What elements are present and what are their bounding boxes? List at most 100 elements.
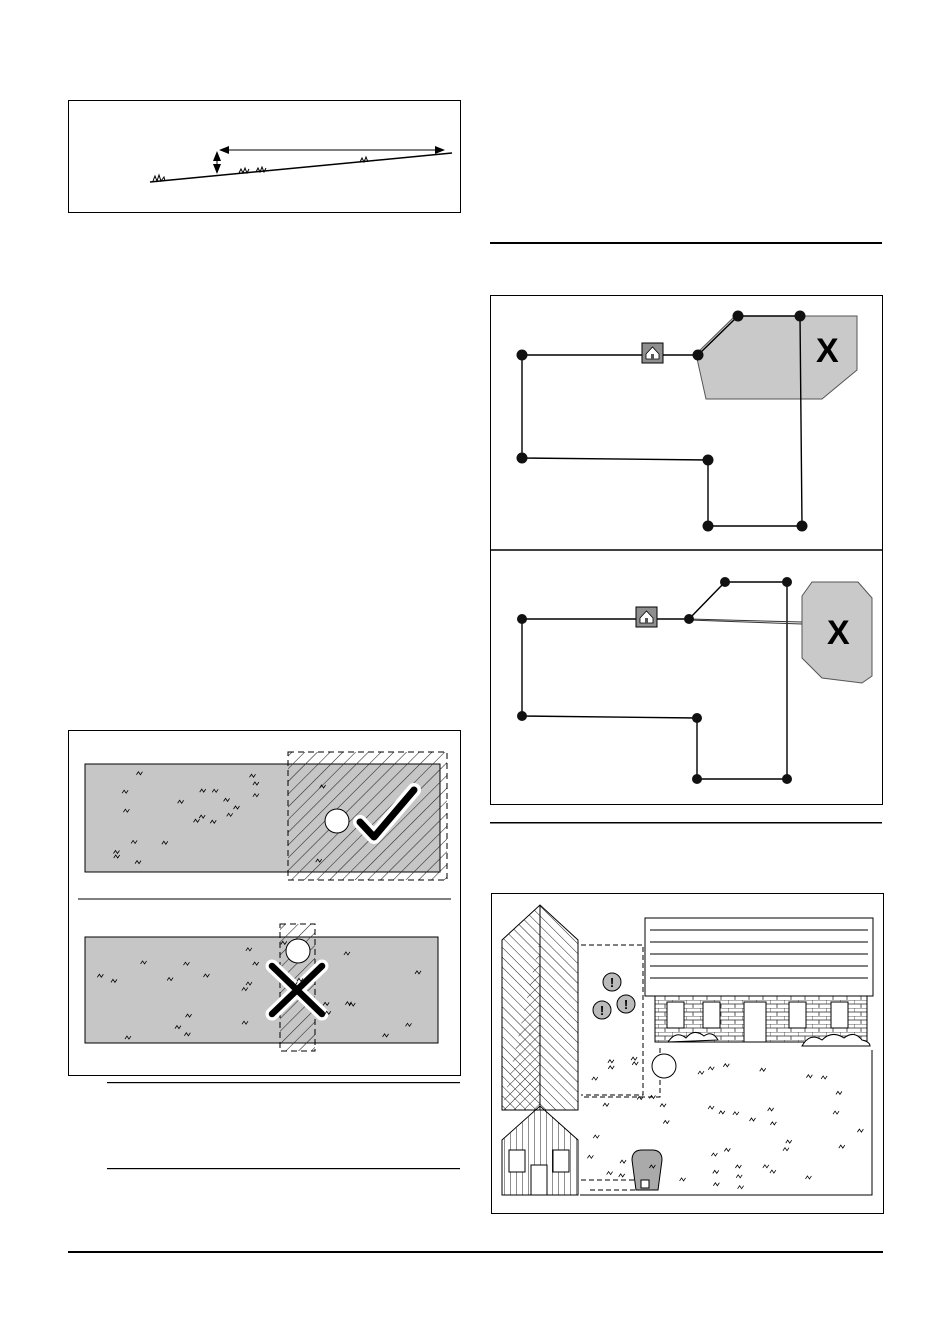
grass-tick <box>349 1003 355 1006</box>
grass-tick <box>805 1176 811 1179</box>
grass-tick <box>649 1095 655 1098</box>
grass-tick <box>724 1148 730 1151</box>
slope-frame <box>69 101 461 213</box>
grass-tick <box>663 1120 669 1123</box>
grass-tick <box>227 813 233 816</box>
grass-tick <box>592 1077 598 1080</box>
guide-wire-area <box>581 945 660 1190</box>
grass-tick <box>660 1104 666 1107</box>
grass-tick <box>736 1175 742 1178</box>
grass-tick <box>246 948 252 951</box>
grass-tick <box>608 1060 614 1063</box>
grass-tick <box>593 1135 599 1138</box>
grass-tick <box>631 1057 637 1060</box>
grass-tick <box>768 1108 774 1111</box>
grass-tick <box>323 1002 329 1005</box>
grass-tick <box>821 1076 827 1079</box>
grass-tick <box>738 1186 744 1189</box>
grass-tick <box>114 855 120 858</box>
grass-tick <box>857 1129 863 1132</box>
grass-tick <box>136 772 142 775</box>
grass-tick <box>708 1067 714 1070</box>
grass-tick <box>135 861 141 864</box>
grass-tick <box>749 1118 755 1121</box>
grass-tick <box>680 1178 686 1181</box>
grass-tick <box>325 1011 331 1014</box>
grass-tick <box>249 774 255 777</box>
boundary-wrong-panel: X <box>517 311 858 532</box>
shed-building <box>502 905 578 1195</box>
excluded-area-label-right: X <box>827 614 850 652</box>
grass-tick <box>246 982 252 985</box>
grass-tick <box>836 1091 842 1094</box>
grass-tick <box>733 1112 739 1115</box>
grass-tick <box>253 962 259 965</box>
grass-tick <box>131 840 137 843</box>
warning-icon <box>593 973 635 1019</box>
callout-circle <box>325 809 349 833</box>
grass-tick <box>113 850 119 853</box>
charging-station-icon <box>636 607 657 627</box>
grass-tick <box>833 1111 839 1114</box>
boundary-right-panel: X <box>517 577 872 784</box>
grass-tick <box>783 1148 789 1151</box>
svg-text:!: ! <box>610 975 614 990</box>
grass-tick <box>242 988 248 991</box>
grass-tick <box>711 1153 717 1156</box>
grass-tufts <box>153 157 368 181</box>
grass-tick <box>203 974 209 977</box>
grass-tick <box>619 1174 625 1177</box>
grass-tick <box>786 1140 792 1143</box>
excluded-area-right <box>802 582 872 683</box>
svg-text:!: ! <box>600 1003 604 1018</box>
overlap-wrong-panel <box>85 924 438 1051</box>
grass-tick <box>194 819 200 822</box>
overlap-correct-panel <box>85 752 447 880</box>
lawn-area <box>85 764 440 872</box>
grass-tick <box>806 1075 812 1078</box>
grass-tick <box>713 1183 719 1186</box>
grass-tick <box>184 1033 190 1036</box>
excluded-area-wrong <box>696 316 857 399</box>
excluded-area-label-wrong: X <box>816 332 839 370</box>
grass-tick <box>723 1064 729 1067</box>
narrow-zone <box>280 924 315 1051</box>
check-mark-icon <box>360 790 414 837</box>
house <box>645 918 873 1046</box>
svg-text:!: ! <box>624 997 628 1012</box>
grass-tick <box>297 978 303 981</box>
grass-tick <box>234 806 240 809</box>
charging-station-icon <box>642 343 663 363</box>
grass-tick <box>770 1170 776 1173</box>
grass-tick <box>125 1036 131 1039</box>
grass-tick <box>608 1066 614 1069</box>
grass-tick <box>713 1170 719 1173</box>
grass-tick <box>175 1026 181 1029</box>
callout-circle <box>652 1054 676 1078</box>
grass-tick <box>344 952 350 955</box>
grass-tick <box>607 1172 613 1175</box>
grass-tick <box>719 1111 725 1114</box>
grass-tick <box>345 1002 351 1005</box>
grass-tick <box>199 815 205 818</box>
slope-ground-line <box>150 153 452 182</box>
grass-tick <box>281 941 287 944</box>
lawn-boundary <box>580 1050 872 1195</box>
grass-tick <box>242 1021 248 1024</box>
overlap-zone <box>288 752 447 880</box>
grass-tick <box>167 978 173 981</box>
grass-tick <box>603 1103 609 1106</box>
grass-tick <box>141 961 147 964</box>
garden-figure-frame <box>492 894 884 1214</box>
grass-tick <box>200 789 206 792</box>
grass-tick <box>178 800 184 803</box>
grass-tick <box>162 841 168 844</box>
grass-tick <box>122 790 128 793</box>
callout-circle <box>286 939 310 963</box>
boundary-figure-frame <box>491 296 883 805</box>
grass-tick <box>320 785 326 788</box>
grass-tick <box>637 1097 643 1100</box>
grass-tick <box>183 962 189 965</box>
